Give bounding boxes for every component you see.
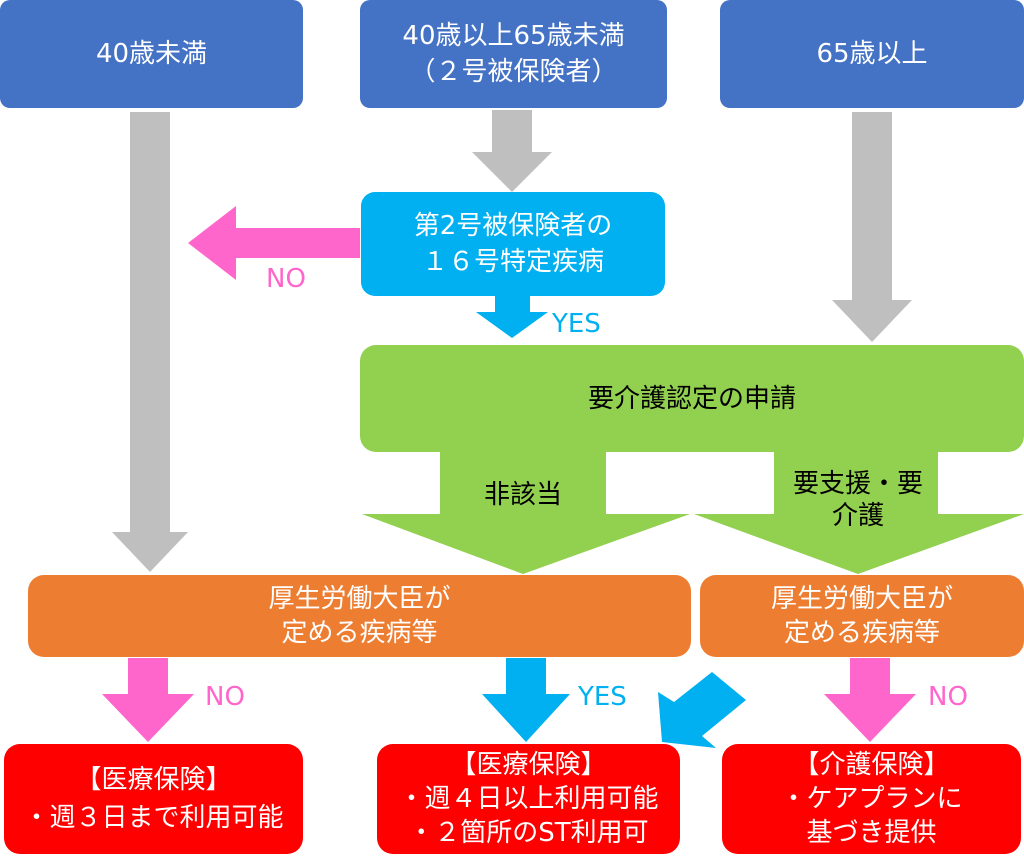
arrow-minister-right-yes	[658, 672, 746, 748]
box-minister-left-line1: 厚生労働大臣が	[268, 584, 451, 614]
arrow-minister-right-no	[824, 658, 916, 742]
box-under-40: 40歳未満	[0, 0, 303, 108]
arrow-disease16-yes	[476, 296, 548, 338]
label-support-care: 要支援・要 介護	[790, 468, 926, 532]
box-medical-left-title: 【医療保険】	[75, 765, 232, 795]
arrow-support-care	[694, 452, 1024, 574]
box-specific-disease-line1: 第2号被保険者の	[413, 211, 613, 241]
arrow-minister-left-yes	[482, 658, 570, 742]
box-age-40-64-line1: 40歳以上65歳未満	[402, 21, 625, 51]
box-minister-right: 厚生労働大臣が 定める疾病等	[700, 575, 1024, 657]
box-medical-mid-title: 【医療保険】	[450, 750, 607, 780]
box-age-40-64-line2: （２号被保険者）	[409, 57, 618, 87]
box-medical-insurance-left: 【医療保険】 ・週３日まで利用可能	[4, 744, 303, 854]
arrow-under40-to-minister	[112, 112, 188, 572]
arrow-age40-64-to-disease16	[472, 110, 552, 192]
arrow-disease16-no	[188, 206, 360, 280]
box-specific-disease-line2: １６号特定疾病	[421, 247, 604, 277]
box-medical-insurance-mid: 【医療保険】 ・週４日以上利用可能 ・２箇所のST利用可	[377, 744, 680, 854]
box-minister-right-line2: 定める疾病等	[783, 618, 940, 648]
label-no-disease: NO	[266, 264, 306, 294]
box-care-application-text: 要介護認定の申請	[587, 383, 796, 414]
box-care-title: 【介護保険】	[793, 750, 950, 780]
box-age-40-64: 40歳以上65歳未満 （２号被保険者）	[360, 0, 667, 108]
label-no-right: NO	[928, 682, 968, 712]
label-yes-mid: YES	[578, 682, 627, 712]
box-care-item1: ・ケアプランに	[780, 784, 963, 814]
box-over-65-text: 65歳以上	[816, 39, 928, 69]
label-yes-disease: YES	[552, 309, 601, 339]
box-medical-left-item1: ・週３日まで利用可能	[23, 803, 284, 833]
box-minister-right-line1: 厚生労働大臣が	[770, 584, 953, 614]
box-under-40-text: 40歳未満	[95, 39, 208, 69]
box-specific-disease: 第2号被保険者の １６号特定疾病	[361, 192, 665, 296]
box-minister-left-line2: 定める疾病等	[281, 618, 438, 648]
box-care-application: 要介護認定の申請	[360, 345, 1024, 452]
arrow-over65-to-application	[832, 112, 912, 342]
box-over-65: 65歳以上	[720, 0, 1024, 108]
label-support-care-line2: 介護	[831, 501, 884, 531]
label-support-care-line1: 要支援・要	[792, 469, 923, 499]
label-not-applicable: 非該当	[484, 480, 563, 510]
box-care-insurance: 【介護保険】 ・ケアプランに 基づき提供	[722, 744, 1021, 854]
arrow-minister-left-no	[102, 658, 194, 742]
box-minister-left: 厚生労働大臣が 定める疾病等	[28, 575, 691, 657]
label-no-left: NO	[205, 682, 245, 712]
box-medical-mid-item1: ・週４日以上利用可能	[398, 784, 659, 814]
arrow-not-applicable	[362, 452, 690, 574]
box-medical-mid-item2: ・２箇所のST利用可	[408, 818, 649, 848]
box-care-item2: 基づき提供	[806, 818, 937, 848]
